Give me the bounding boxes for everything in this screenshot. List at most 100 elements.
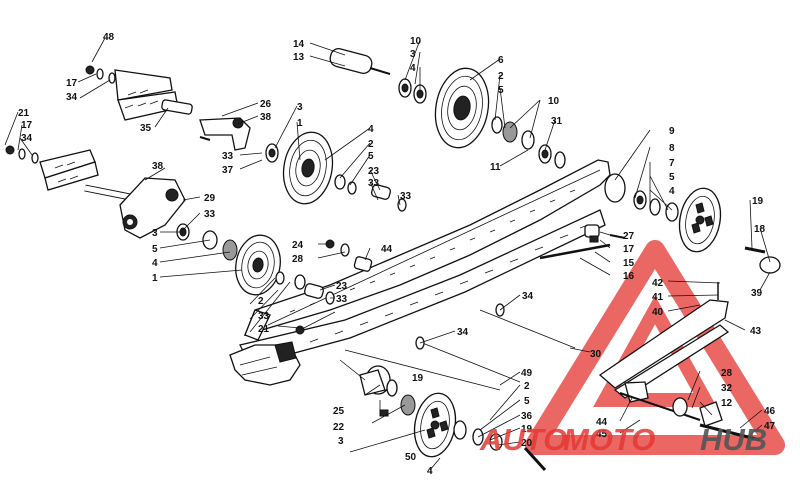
callout-45: 45 xyxy=(596,429,608,440)
callout-34: 34 xyxy=(522,291,534,302)
callout-3: 3 xyxy=(152,228,158,239)
callout-5: 5 xyxy=(152,244,158,255)
spacer-block-25 xyxy=(339,359,386,396)
callout-33: 33 xyxy=(400,191,412,202)
callout-7: 7 xyxy=(669,158,675,169)
callout-10: 10 xyxy=(410,36,422,47)
callout-1: 1 xyxy=(152,273,158,284)
leader-lines xyxy=(4,37,771,471)
upper-left-rail-fragment xyxy=(114,69,179,121)
callout-38: 38 xyxy=(152,161,164,172)
callout-29: 29 xyxy=(204,193,216,204)
callout-25: 25 xyxy=(333,406,345,417)
callout-5: 5 xyxy=(498,85,504,96)
bolt-16 xyxy=(539,243,611,260)
callout-44: 44 xyxy=(596,417,608,428)
callout-3: 3 xyxy=(297,102,303,113)
callout-4: 4 xyxy=(427,466,433,477)
callout-20: 20 xyxy=(521,438,533,449)
wheel-7 xyxy=(678,187,722,253)
callout-11: 11 xyxy=(490,162,501,173)
front-arm-bracket xyxy=(119,177,186,239)
callout-33: 33 xyxy=(204,209,216,220)
callout-33: 33 xyxy=(368,178,380,189)
callout-35: 35 xyxy=(140,123,152,134)
wheel-50 xyxy=(413,392,457,458)
callout-24: 24 xyxy=(292,240,304,251)
callout-34: 34 xyxy=(457,327,469,338)
callout-48: 48 xyxy=(103,32,115,43)
callout-28: 28 xyxy=(721,368,733,379)
callout-38: 38 xyxy=(260,112,272,123)
callout-15: 15 xyxy=(623,258,635,269)
callout-42: 42 xyxy=(652,278,664,289)
main-slide-rail xyxy=(229,159,611,386)
callout-2: 2 xyxy=(258,296,264,307)
callout-39: 39 xyxy=(751,288,763,299)
callout-23: 23 xyxy=(368,166,380,177)
callout-6: 6 xyxy=(498,55,504,66)
bearings-and-washers xyxy=(5,65,781,472)
callout-44: 44 xyxy=(381,244,393,255)
callout-2: 2 xyxy=(368,139,374,150)
callout-41: 41 xyxy=(652,292,664,303)
callout-19: 19 xyxy=(412,373,424,384)
callout-49: 49 xyxy=(521,368,533,379)
callout-18: 18 xyxy=(754,224,766,235)
callout-14: 14 xyxy=(293,39,305,50)
callout-19: 19 xyxy=(521,424,533,435)
callout-5: 5 xyxy=(524,396,530,407)
watermark-moto: MOTO xyxy=(563,422,655,457)
callout-47: 47 xyxy=(764,421,776,432)
callout-46: 46 xyxy=(764,406,776,417)
callout-17: 17 xyxy=(21,120,33,131)
callout-16: 16 xyxy=(623,271,635,282)
callout-4: 4 xyxy=(410,63,416,74)
wheel-lower-1 xyxy=(235,234,281,296)
callout-4: 4 xyxy=(152,258,158,269)
callout-19: 19 xyxy=(752,196,764,207)
callout-17: 17 xyxy=(623,244,635,255)
callout-33: 33 xyxy=(222,151,234,162)
callout-22: 22 xyxy=(333,422,345,433)
callout-30: 30 xyxy=(590,349,602,360)
callout-33: 33 xyxy=(258,311,270,322)
upper-arm xyxy=(199,117,251,151)
long-axle-34 xyxy=(344,309,576,391)
shock-spacer-14 xyxy=(329,48,391,75)
callout-43: 43 xyxy=(750,326,762,337)
callout-21: 21 xyxy=(18,108,30,119)
callout-4: 4 xyxy=(368,124,374,135)
callout-5: 5 xyxy=(669,172,675,183)
wheel-6 xyxy=(434,67,490,149)
callout-26: 26 xyxy=(260,99,272,110)
callout-34: 34 xyxy=(66,92,78,103)
watermark-hub: HUB xyxy=(700,422,767,457)
callout-34: 34 xyxy=(21,133,33,144)
callout-27: 27 xyxy=(623,231,635,242)
left-rail-fragment xyxy=(39,149,99,191)
rear-arm xyxy=(598,282,761,442)
callout-32: 32 xyxy=(721,383,733,394)
callout-21: 21 xyxy=(258,324,270,335)
callout-12: 12 xyxy=(721,398,733,409)
callout-4: 4 xyxy=(669,186,675,197)
callout-9: 9 xyxy=(669,126,675,137)
callout-1: 1 xyxy=(297,118,303,129)
callout-10: 10 xyxy=(548,96,560,107)
callout-50: 50 xyxy=(405,452,417,463)
wheel-upper-1 xyxy=(282,131,334,205)
callout-8: 8 xyxy=(669,143,675,154)
callout-28: 28 xyxy=(292,254,304,265)
watermark-text: AUTO MOTO HUB xyxy=(479,422,767,457)
callout-5: 5 xyxy=(368,151,374,162)
callout-17: 17 xyxy=(66,78,78,89)
callout-13: 13 xyxy=(293,52,305,63)
callout-33: 33 xyxy=(336,294,348,305)
callout-23: 23 xyxy=(336,281,348,292)
watermark-auto: AUTO xyxy=(479,422,567,457)
callout-2: 2 xyxy=(498,71,504,82)
callout-2: 2 xyxy=(524,381,530,392)
